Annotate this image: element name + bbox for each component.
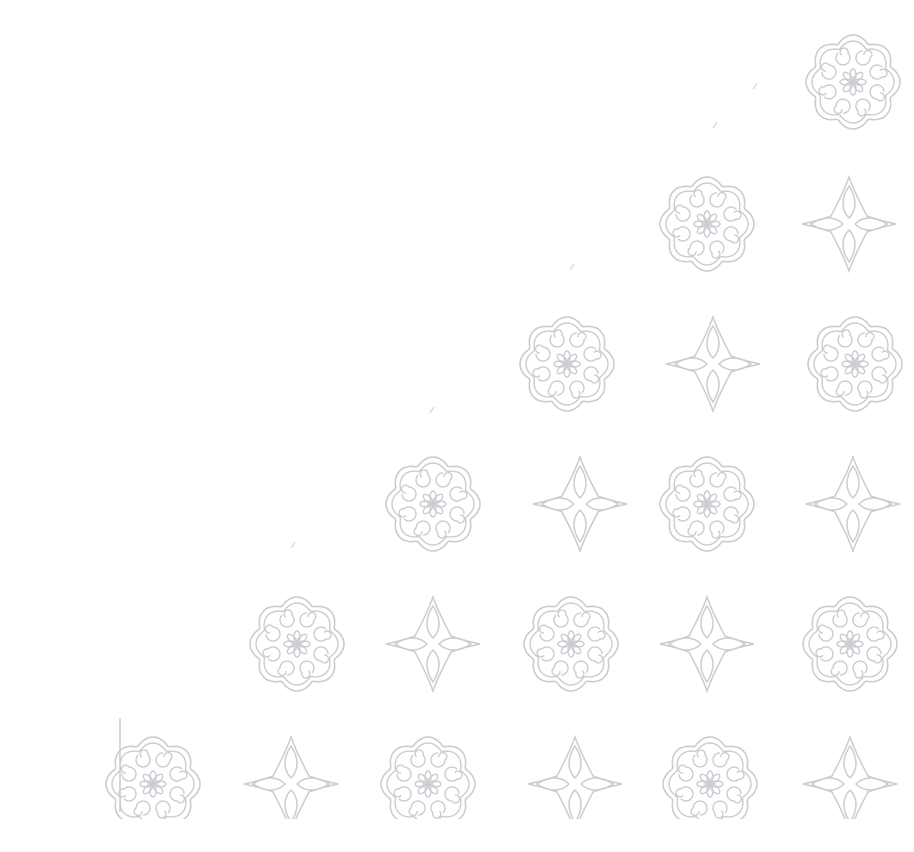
rosette-ornament-icon (805, 34, 901, 130)
speck-mark (712, 121, 718, 129)
rosette-ornament-icon (802, 596, 898, 692)
four-point-star-ornament-icon (385, 596, 481, 692)
speck-mark (429, 406, 435, 414)
speck-mark (569, 263, 575, 271)
rosette-ornament-icon (385, 456, 481, 552)
four-point-star-ornament-icon (527, 736, 623, 819)
rosette-ornament-icon (523, 596, 619, 692)
four-point-star-ornament-icon (243, 736, 339, 819)
speck-mark (290, 541, 296, 549)
rosette-ornament-icon (380, 736, 476, 819)
four-point-star-ornament-icon (801, 176, 897, 272)
rosette-ornament-icon (249, 596, 345, 692)
four-point-star-ornament-icon (802, 736, 898, 819)
speck-mark (752, 82, 758, 90)
rosette-ornament-icon (659, 456, 755, 552)
rosette-ornament-icon (519, 316, 615, 412)
rosette-ornament-icon (662, 736, 758, 819)
four-point-star-ornament-icon (532, 456, 628, 552)
rosette-ornament-icon (807, 316, 903, 412)
four-point-star-ornament-icon (665, 316, 761, 412)
rosette-ornament-icon (659, 176, 755, 272)
four-point-star-ornament-icon (805, 456, 901, 552)
four-point-star-ornament-icon (659, 596, 755, 692)
